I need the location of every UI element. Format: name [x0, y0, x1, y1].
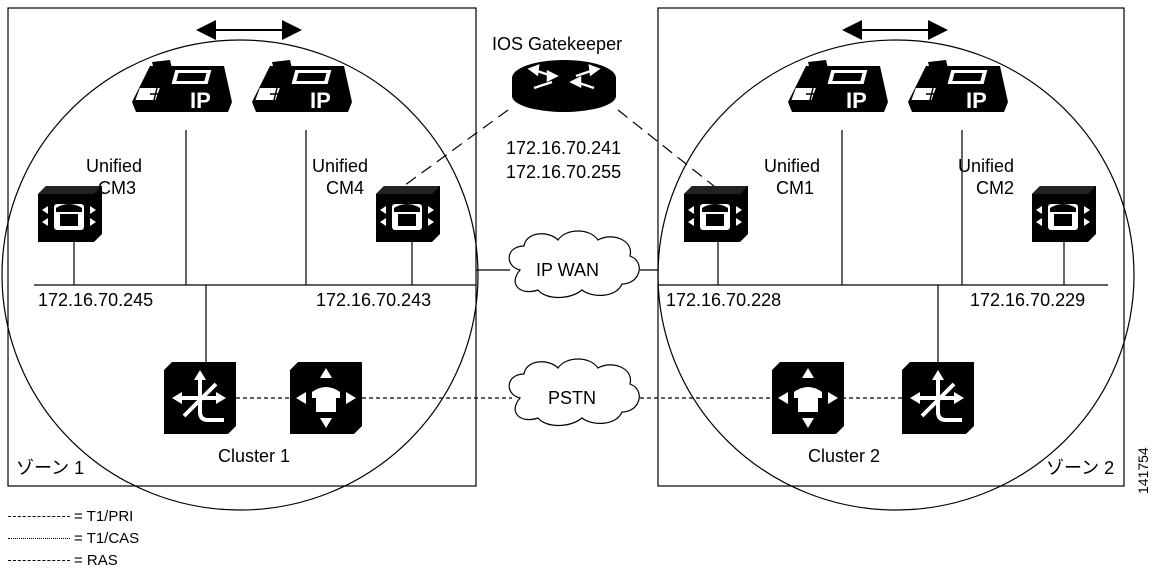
gatekeeper-ip-2: 172.16.70.255	[506, 162, 621, 182]
pstn-label: PSTN	[548, 388, 596, 408]
ip-address-label: 172.16.70.243	[316, 290, 431, 310]
pstn-cloud-icon	[508, 358, 640, 427]
legend-item-t1-pri: = T1/PRI	[8, 508, 133, 525]
cluster-2-circle	[657, 39, 1135, 511]
gatekeeper-title: IOS Gatekeeper	[492, 34, 622, 54]
ip-address-label: 172.16.70.245	[38, 290, 153, 310]
figure-id: 141754	[1135, 447, 1151, 494]
legend-t1-cas-line	[8, 538, 70, 539]
ip-wan-cloud-icon	[508, 230, 640, 299]
ip-phone-icon: IP	[131, 59, 233, 113]
legend-label: = T1/CAS	[74, 530, 140, 547]
legend-t1-pri-line	[8, 516, 70, 517]
zone-2-label: ゾーン 2	[1046, 458, 1114, 478]
svg-text:IP: IP	[966, 88, 987, 113]
ras-link	[617, 109, 725, 195]
cluster-2-label: Cluster 2	[808, 446, 880, 466]
unified-cm-server-icon	[376, 186, 440, 242]
cluster-1-circle	[1, 39, 479, 511]
legend-label: = RAS	[74, 552, 118, 569]
pbx-gateway-icon	[772, 362, 844, 434]
unified-cm-server-icon	[684, 186, 748, 242]
svg-text:IP: IP	[190, 88, 211, 113]
svg-text:CM1: CM1	[776, 178, 814, 198]
ras-link	[389, 109, 509, 197]
ip-phone-icon: IP	[907, 59, 1009, 113]
cm4-label: Unified	[312, 156, 368, 176]
ip-address-label: 172.16.70.229	[970, 290, 1085, 310]
cluster-1-label: Cluster 1	[218, 446, 290, 466]
cm1-label: Unified	[764, 156, 820, 176]
svg-text:CM2: CM2	[976, 178, 1014, 198]
legend-ras-line	[8, 560, 70, 561]
legend-item-ras: = RAS	[8, 552, 118, 569]
zone-1-box	[7, 7, 477, 487]
ip-address-label: 172.16.70.228	[666, 290, 781, 310]
legend-item-t1-cas: = T1/CAS	[8, 530, 139, 547]
svg-text:CM4: CM4	[326, 178, 364, 198]
svg-text:IP: IP	[846, 88, 867, 113]
zone-1-label: ゾーン 1	[16, 458, 84, 478]
zone-2-box	[657, 7, 1125, 487]
ip-phone-icon: IP	[787, 59, 889, 113]
unified-cm-server-icon	[1032, 186, 1096, 242]
unified-cm-server-icon	[38, 186, 102, 242]
ip-phone-icon: IP	[251, 59, 353, 113]
ip-wan-label: IP WAN	[536, 260, 599, 280]
pbx-gateway-icon	[290, 362, 362, 434]
switch-icon	[162, 360, 238, 436]
legend-label: = T1/PRI	[74, 508, 134, 525]
gatekeeper-router-icon	[512, 60, 616, 112]
svg-text:IP: IP	[310, 88, 331, 113]
gatekeeper-ip-1: 172.16.70.241	[506, 138, 621, 158]
cm2-label: Unified	[958, 156, 1014, 176]
svg-text:CM3: CM3	[98, 178, 136, 198]
cm3-label: Unified	[86, 156, 142, 176]
switch-icon	[900, 360, 976, 436]
